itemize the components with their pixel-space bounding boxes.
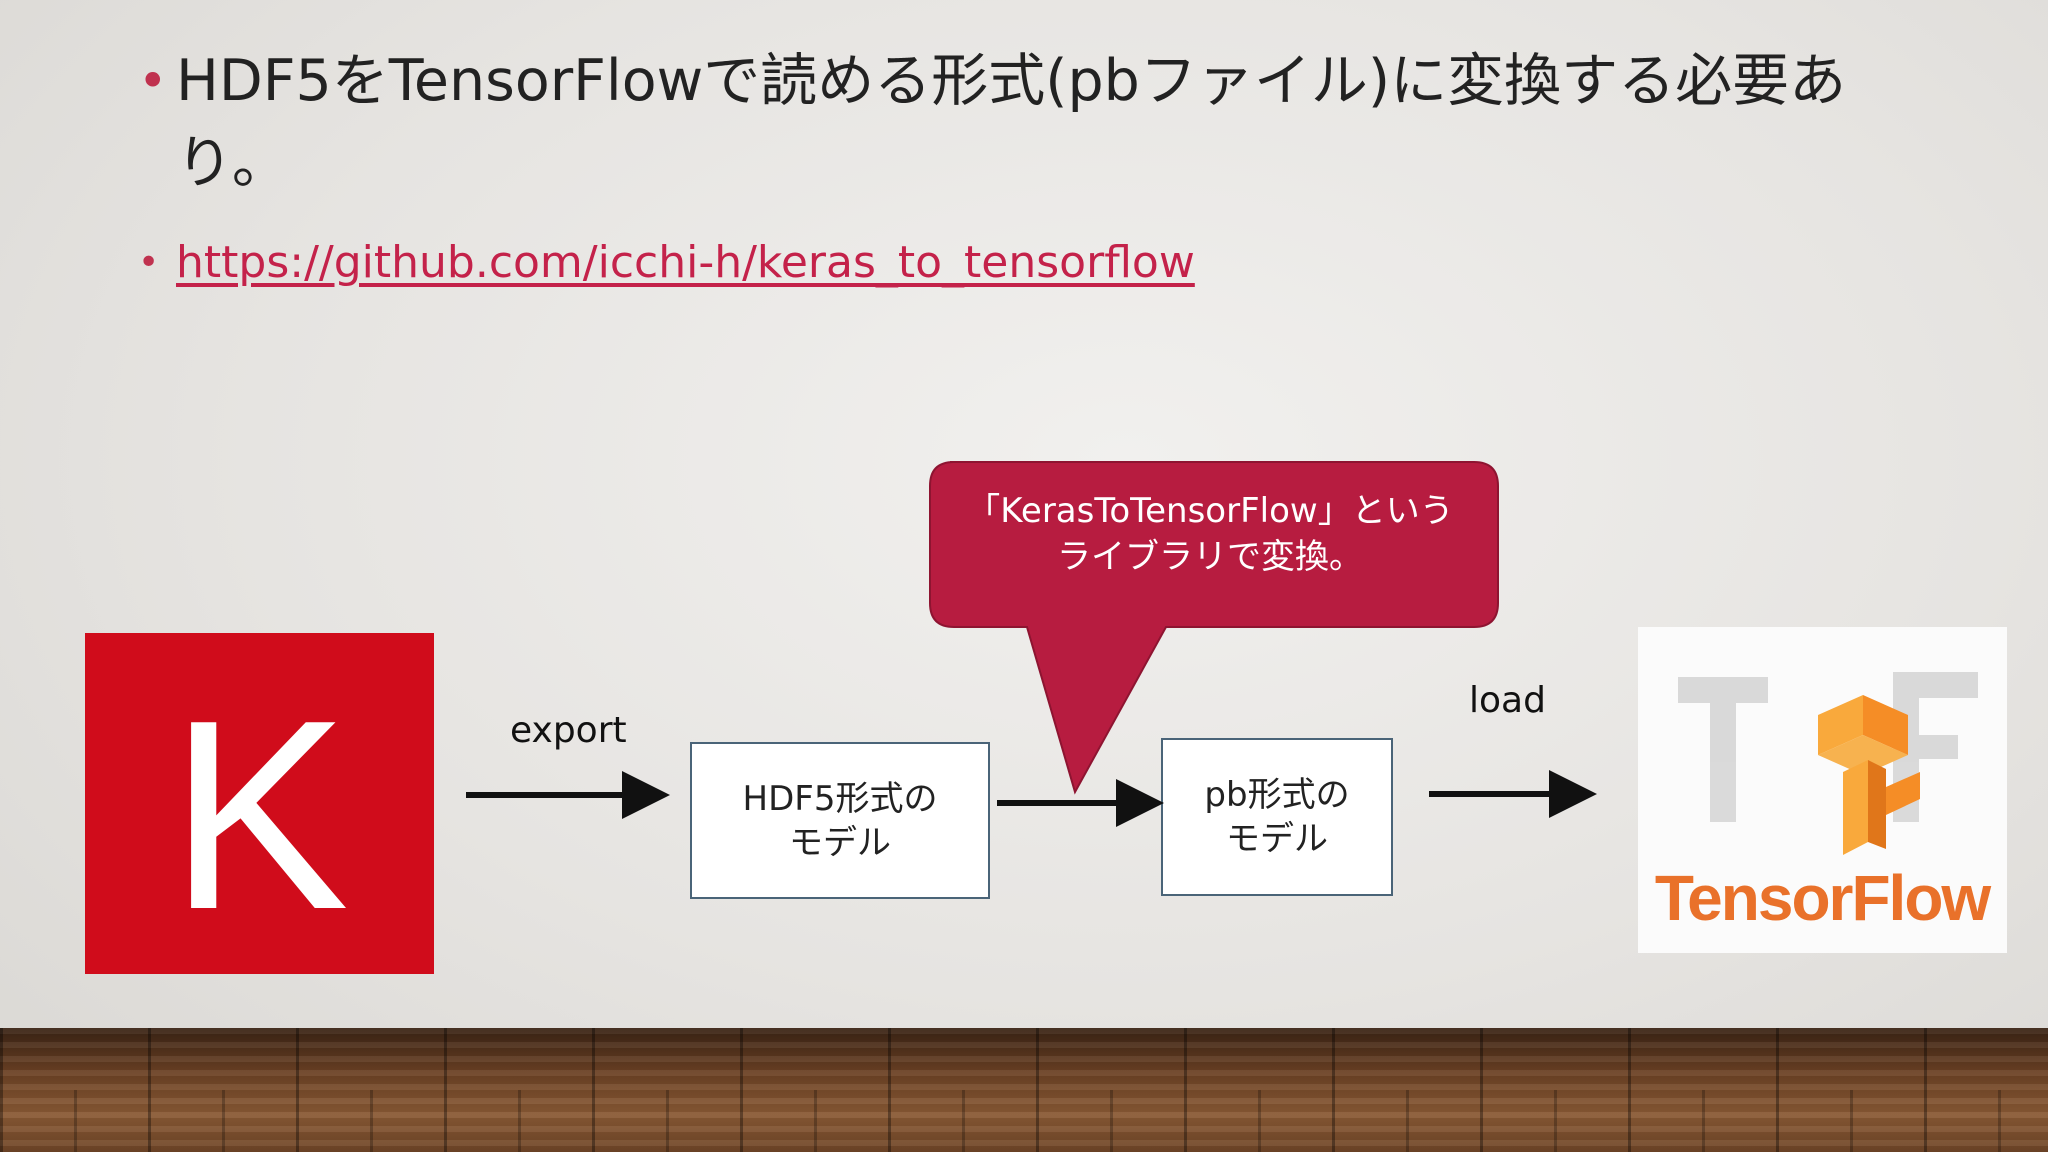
tensorflow-mark-icon xyxy=(1818,695,1920,855)
bullet-item-conversion-needed: • HDF5をTensorFlowで読める形式(pbファイル)に変換する必要あり… xyxy=(138,40,1918,204)
bullet-item-repo-link: • https://github.com/icchi-h/keras_to_te… xyxy=(138,232,1195,294)
pb-box-line1: pb形式の xyxy=(1204,775,1350,815)
wooden-floor xyxy=(0,1028,2048,1152)
hdf5-model-box: HDF5形式の モデル xyxy=(690,742,990,899)
callout-text: 「KerasToTensorFlow」という ライブラリで変換。 xyxy=(940,488,1480,580)
load-label: load xyxy=(1469,680,1546,721)
hdf5-box-line2: モデル xyxy=(789,822,891,863)
callout-line1: 「KerasToTensorFlow」という xyxy=(966,491,1454,531)
pb-box-line2: モデル xyxy=(1225,819,1328,859)
tensorflow-wordmark: TensorFlow xyxy=(1655,862,1992,934)
github-link[interactable]: https://github.com/icchi-h/keras_to_tens… xyxy=(176,237,1195,288)
callout-line2: ライブラリで変換。 xyxy=(1057,537,1363,577)
bullet-dot: • xyxy=(138,52,168,110)
tensorflow-logo: TensorFlow xyxy=(1638,627,2007,953)
bullet-text: HDF5をTensorFlowで読める形式(pbファイル)に変換する必要あり。 xyxy=(176,48,1847,196)
bullet-dot: • xyxy=(138,242,160,283)
export-label: export xyxy=(510,710,627,751)
pb-model-box: pb形式の モデル xyxy=(1161,738,1393,896)
keras-logo-letter: K xyxy=(169,665,349,966)
hdf5-box-line1: HDF5形式の xyxy=(742,778,938,819)
keras-logo: K xyxy=(85,633,434,974)
